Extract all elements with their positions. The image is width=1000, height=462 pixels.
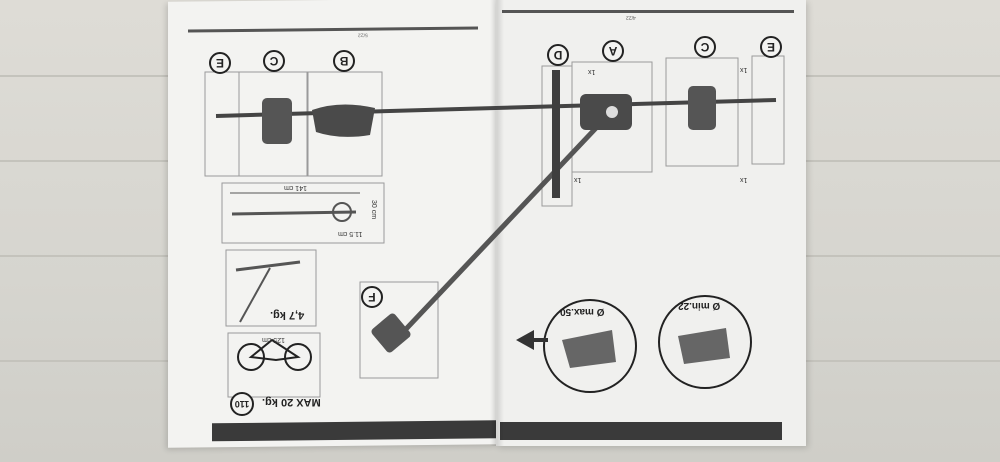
- bike-frame-icon: [248, 338, 301, 362]
- box-c-right: [665, 57, 739, 167]
- diagonal-arm: [388, 126, 598, 348]
- arrow-left-icon: [516, 330, 534, 350]
- max-load-label: MAX 20 kg.: [262, 396, 321, 408]
- max-load-badge: 110: [230, 392, 254, 416]
- weight-label: 4,7 kg.: [270, 309, 305, 321]
- qty-label: 1x: [588, 68, 596, 75]
- main-bar: [215, 98, 777, 118]
- mounted-arm: [239, 267, 271, 323]
- letter-e-right: E: [760, 36, 782, 58]
- mini-rack-clamp: [332, 202, 352, 222]
- clamp-c-right: [688, 86, 716, 130]
- header-rule: [502, 10, 794, 13]
- bike-length: 125 cm: [262, 336, 285, 343]
- box-dimensions: [221, 182, 385, 244]
- holder-b: [312, 104, 375, 137]
- bike-wheel-icon: [237, 343, 265, 371]
- clamp-open-icon: [562, 330, 616, 368]
- letter-d: D: [547, 44, 569, 66]
- instruction-booklet: 5/22 4/22: [168, 0, 808, 448]
- strap-d: [552, 70, 560, 198]
- box-a: [571, 61, 653, 173]
- diameter-min-circle: [658, 295, 752, 389]
- letter-c-right: C: [694, 36, 716, 58]
- dimension-width: 11.5 cm: [338, 230, 363, 237]
- letter-b: B: [333, 50, 355, 72]
- bike-wheel-icon: [284, 343, 312, 371]
- letter-f: F: [361, 286, 383, 308]
- box-mounted: [225, 249, 317, 327]
- mounted-bar: [235, 260, 301, 272]
- box-f: [359, 281, 439, 379]
- booklet-gutter: [490, 0, 504, 446]
- box-b: [307, 71, 383, 177]
- dimension-height: 30 cm: [370, 199, 378, 220]
- box-e-left: [204, 71, 240, 177]
- diameter-max-circle: [543, 299, 637, 393]
- box-bike: [227, 332, 321, 398]
- qty-label: 1x: [740, 66, 748, 73]
- diameter-max-label: Ø max.50: [560, 306, 605, 317]
- box-e-right: [751, 55, 785, 165]
- letter-c-left: C: [263, 50, 285, 72]
- knob-icon: [606, 106, 618, 118]
- clamp-f: [371, 313, 411, 353]
- letter-e-left: E: [209, 52, 231, 74]
- mini-rack-bar: [231, 210, 357, 216]
- right-page: 4/22: [496, 0, 806, 446]
- qty-label: 1x: [574, 176, 582, 183]
- clamp-c-left: [262, 98, 292, 144]
- clamp-closed-icon: [678, 328, 730, 364]
- box-c-left: [238, 71, 308, 177]
- diameter-min-label: Ø min.22: [678, 300, 721, 311]
- letter-a: A: [602, 40, 624, 62]
- dimension-length: 141 cm: [284, 184, 307, 191]
- footer-bar: [500, 422, 782, 440]
- qty-label: 1x: [740, 176, 748, 183]
